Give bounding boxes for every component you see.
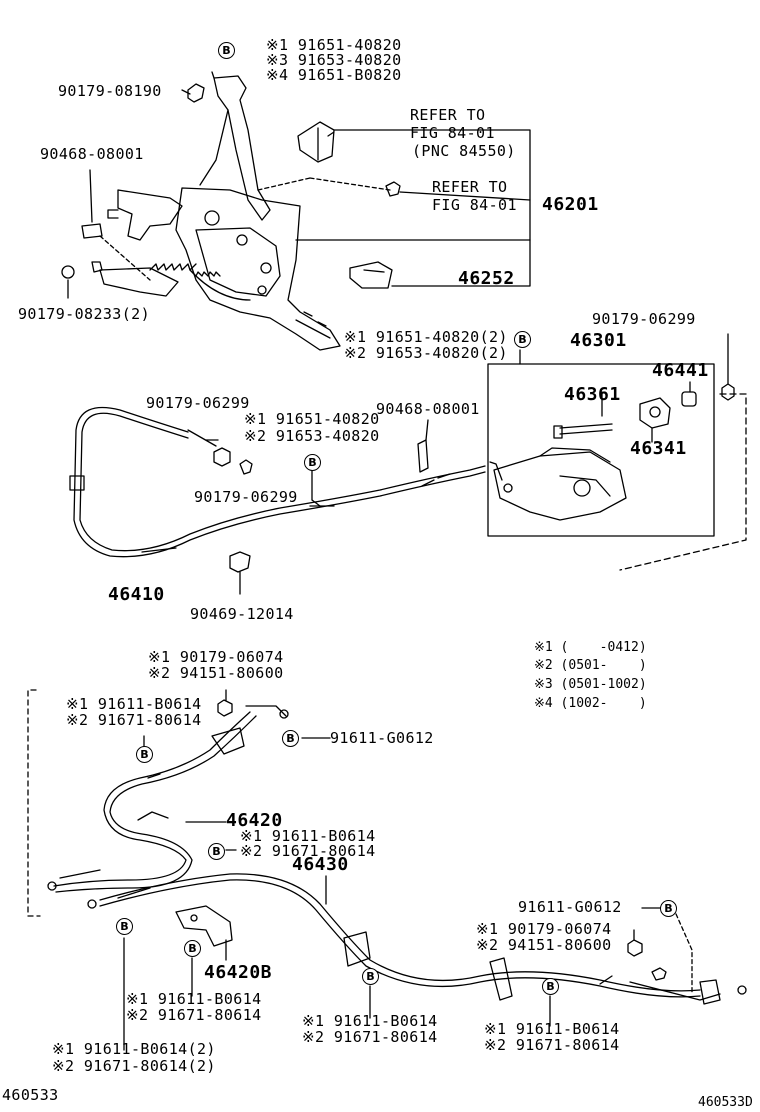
diagram-code: 460533 [2, 1086, 59, 1104]
refer-note: REFER TO [432, 178, 508, 196]
legend-item: ※4 (1002- ) [534, 696, 647, 711]
part-number-label: ※1 91611-B0614 [126, 990, 262, 1008]
part-number-label: 90179-08233(2) [18, 305, 151, 323]
part-number-label: ※2 91671-80614 [240, 842, 376, 860]
part-number-label: 90179-06299 [146, 394, 250, 412]
part-number-label: ※1 91651-40820(2) [344, 328, 508, 346]
refer-note: REFER TO [410, 106, 486, 124]
part-number-label: 46430 [292, 854, 349, 875]
part-number-label: ※2 91653-40820 [244, 427, 380, 445]
part-number-label: 46420B [204, 962, 273, 983]
part-number-label: 46201 [542, 194, 599, 215]
legend-item: ※2 (0501- ) [534, 658, 647, 673]
part-number-label: ※1 91611-B0614 [66, 695, 202, 713]
part-number-label: ※2 91671-80614 [66, 711, 202, 729]
part-number-label: ※1 90179-06074 [148, 648, 284, 666]
part-number-label: ※4 91651-B0820 [266, 66, 402, 84]
refer-note: FIG 84-01 [432, 196, 517, 214]
b-marker: B [218, 42, 235, 59]
part-number-label: ※2 91653-40820(2) [344, 344, 508, 362]
part-number-label: 46410 [108, 584, 165, 605]
part-number-label: ※1 91651-40820 [266, 36, 402, 54]
part-number-label: ※1 91611-B0614 [240, 827, 376, 845]
part-number-label: ※2 91671-80614 [126, 1006, 262, 1024]
part-number-label: 90468-08001 [376, 400, 480, 418]
part-number-label: 90468-08001 [40, 145, 144, 163]
part-number-label: 46301 [570, 330, 627, 351]
refer-note: (PNC 84550) [412, 142, 516, 160]
front-cable-drawing [69, 406, 486, 595]
refer-bracket-drawing [295, 121, 531, 289]
part-number-label: ※2 91671-80614(2) [52, 1057, 216, 1075]
b-marker: B [304, 454, 321, 471]
b-marker: B [282, 730, 299, 747]
part-number-label: 46252 [458, 268, 515, 289]
part-number-label: 91611-G0612 [330, 729, 434, 747]
part-number-label: 46361 [564, 384, 621, 405]
b-marker: B [184, 940, 201, 957]
b-marker: B [136, 746, 153, 763]
b-marker: B [542, 978, 559, 995]
part-number-label: 90179-06299 [194, 488, 298, 506]
part-number-label: 46341 [630, 438, 687, 459]
b-marker: B [116, 918, 133, 935]
diagram-code: 460533D [698, 1095, 753, 1110]
part-number-label: ※1 91611-B0614 [302, 1012, 438, 1030]
part-number-label: 90179-08190 [58, 82, 162, 100]
part-number-label: 91611-G0612 [518, 898, 622, 916]
refer-note: FIG 84-01 [410, 124, 495, 142]
lever-housing-drawing [487, 333, 747, 571]
legend-item: ※3 (0501-1002) [534, 677, 647, 692]
part-number-label: ※1 91611-B0614(2) [52, 1040, 216, 1058]
b-marker: B [660, 900, 677, 917]
part-number-label: 90469-12014 [190, 605, 294, 623]
part-number-label: ※3 91653-40820 [266, 51, 402, 69]
b-marker: B [208, 843, 225, 860]
part-number-label: 46420 [226, 810, 283, 831]
part-number-label: ※1 91611-B0614 [484, 1020, 620, 1038]
part-number-label: 90179-06299 [592, 310, 696, 328]
pedal-assembly-drawing [61, 71, 391, 351]
part-number-label: ※1 91651-40820 [244, 410, 380, 428]
part-number-label: ※2 91671-80614 [302, 1028, 438, 1046]
part-number-label: ※2 94151-80600 [148, 664, 284, 682]
legend-item: ※1 ( -0412) [534, 640, 647, 655]
b-marker: B [514, 331, 531, 348]
part-number-label: 46441 [652, 360, 709, 381]
b-marker: B [362, 968, 379, 985]
part-number-label: ※1 90179-06074 [476, 920, 612, 938]
part-number-label: ※2 91671-80614 [484, 1036, 620, 1054]
part-number-label: ※2 94151-80600 [476, 936, 612, 954]
